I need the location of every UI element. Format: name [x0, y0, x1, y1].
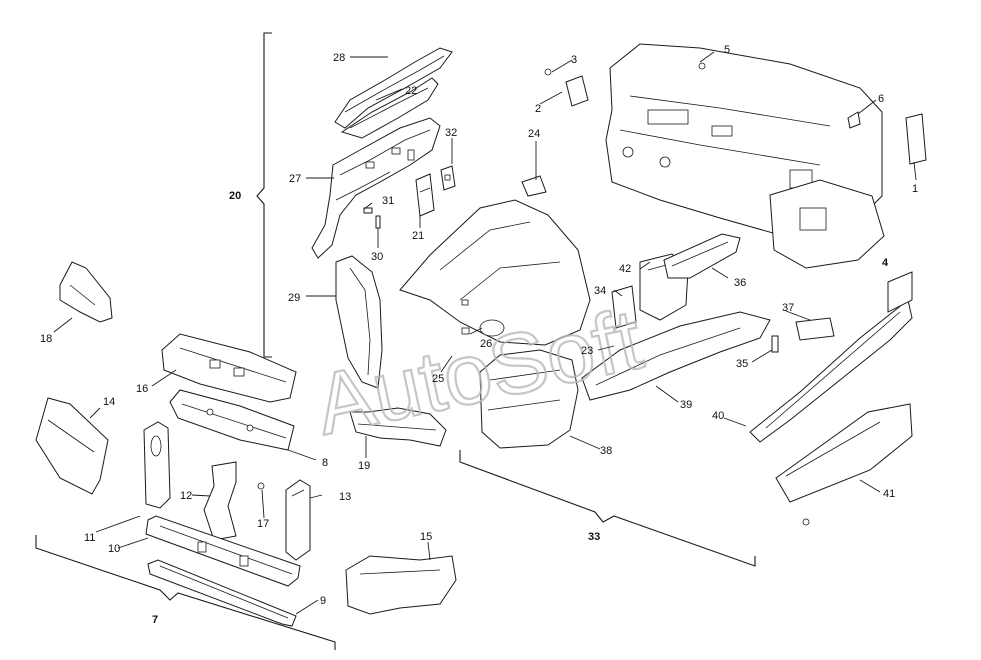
leader-lines: [53, 51, 917, 615]
callout-24: 24: [528, 128, 540, 140]
callout-27: 27: [289, 173, 301, 185]
part-36-rail: [663, 233, 741, 279]
part-28-rail: [334, 47, 453, 129]
part-18-bracket: [59, 261, 113, 323]
part-19-bracket: [349, 407, 447, 447]
callout-30: 30: [371, 251, 383, 263]
callout-42: 42: [619, 263, 631, 275]
part-31-clip: [363, 207, 373, 214]
part-39-rail: [581, 311, 771, 401]
brace-33: [459, 450, 756, 567]
callout-18: 18: [40, 333, 52, 345]
callout-32: 32: [445, 127, 457, 139]
callout-39: 39: [680, 399, 692, 411]
part-32-bracket: [440, 165, 456, 191]
part-6-clip: [847, 111, 861, 129]
part-4-lower-floor: [769, 179, 885, 269]
part-14-bracket: [35, 397, 109, 495]
part-11-post: [143, 421, 171, 509]
part-10-crossmember: [145, 515, 301, 587]
callout-21: 21: [412, 230, 424, 242]
part-37-bracket: [795, 317, 835, 341]
part-15-panel: [345, 555, 457, 615]
part-24-bracket: [521, 175, 547, 197]
part-35-clip: [771, 335, 779, 353]
callout-23: 23: [581, 345, 593, 357]
part-27-apron-upper: [311, 117, 441, 259]
part-3-nut: [544, 68, 552, 76]
callout-22: 22: [405, 85, 417, 97]
part-41-sill: [775, 403, 913, 526]
part-13-panel: [285, 479, 311, 561]
callout-40: 40: [712, 410, 724, 422]
callout-16: 16: [136, 383, 148, 395]
brace-7: [35, 535, 336, 650]
callout-17: 17: [257, 518, 269, 530]
callout-15: 15: [420, 531, 432, 543]
callout-14: 14: [103, 396, 115, 408]
part-8-panel: [169, 389, 295, 451]
callout-9: 9: [320, 595, 326, 607]
callout-25: 25: [432, 373, 444, 385]
part-2-bracket: [565, 75, 589, 107]
callout-12: 12: [180, 490, 192, 502]
part-34-bracket: [611, 285, 637, 329]
callout-28: 28: [333, 52, 345, 64]
callout-2: 2: [535, 103, 541, 115]
callout-26: 26: [480, 338, 492, 350]
part-22-panel: [340, 77, 439, 139]
callout-19: 19: [358, 460, 370, 472]
part-1-bracket: [905, 113, 927, 165]
part-29-panel: [335, 255, 383, 389]
callout-38: 38: [600, 445, 612, 457]
part-25-wheelhouse: [399, 199, 591, 346]
part-16-panel: [161, 333, 297, 403]
callout-7: 7: [152, 614, 158, 626]
part-38-lower-apron: [479, 349, 579, 449]
callout-3: 3: [571, 54, 577, 66]
callout-33: 33: [588, 531, 600, 543]
callout-8: 8: [322, 457, 328, 469]
part-30-pin: [375, 215, 381, 229]
callout-37: 37: [782, 302, 794, 314]
callout-13: 13: [339, 491, 351, 503]
callout-4: 4: [882, 257, 889, 269]
callout-11: 11: [84, 532, 95, 544]
callout-10: 10: [108, 543, 120, 555]
callout-41: 41: [883, 488, 895, 500]
callout-20: 20: [229, 190, 241, 202]
callout-5: 5: [724, 44, 730, 56]
callout-labels: 1 2 3 4 5 6 7 8 9 10 11 12 13 14 15 16 1…: [40, 44, 918, 626]
callout-36: 36: [734, 277, 746, 289]
part-21-bracket: [415, 173, 435, 217]
brace-20: [256, 32, 272, 358]
callout-31: 31: [382, 195, 394, 207]
callout-6: 6: [878, 93, 884, 105]
callout-1: 1: [912, 183, 918, 195]
part-12-bracket: [203, 461, 237, 541]
part-17-nut: [257, 482, 265, 490]
callout-35: 35: [736, 358, 748, 370]
part-9-crossmember: [147, 559, 297, 627]
part-4-pillar: [887, 271, 913, 313]
part-5-nut: [698, 62, 706, 70]
part-40-rocker: [749, 299, 913, 443]
callout-34: 34: [594, 285, 606, 297]
callout-29: 29: [288, 292, 300, 304]
